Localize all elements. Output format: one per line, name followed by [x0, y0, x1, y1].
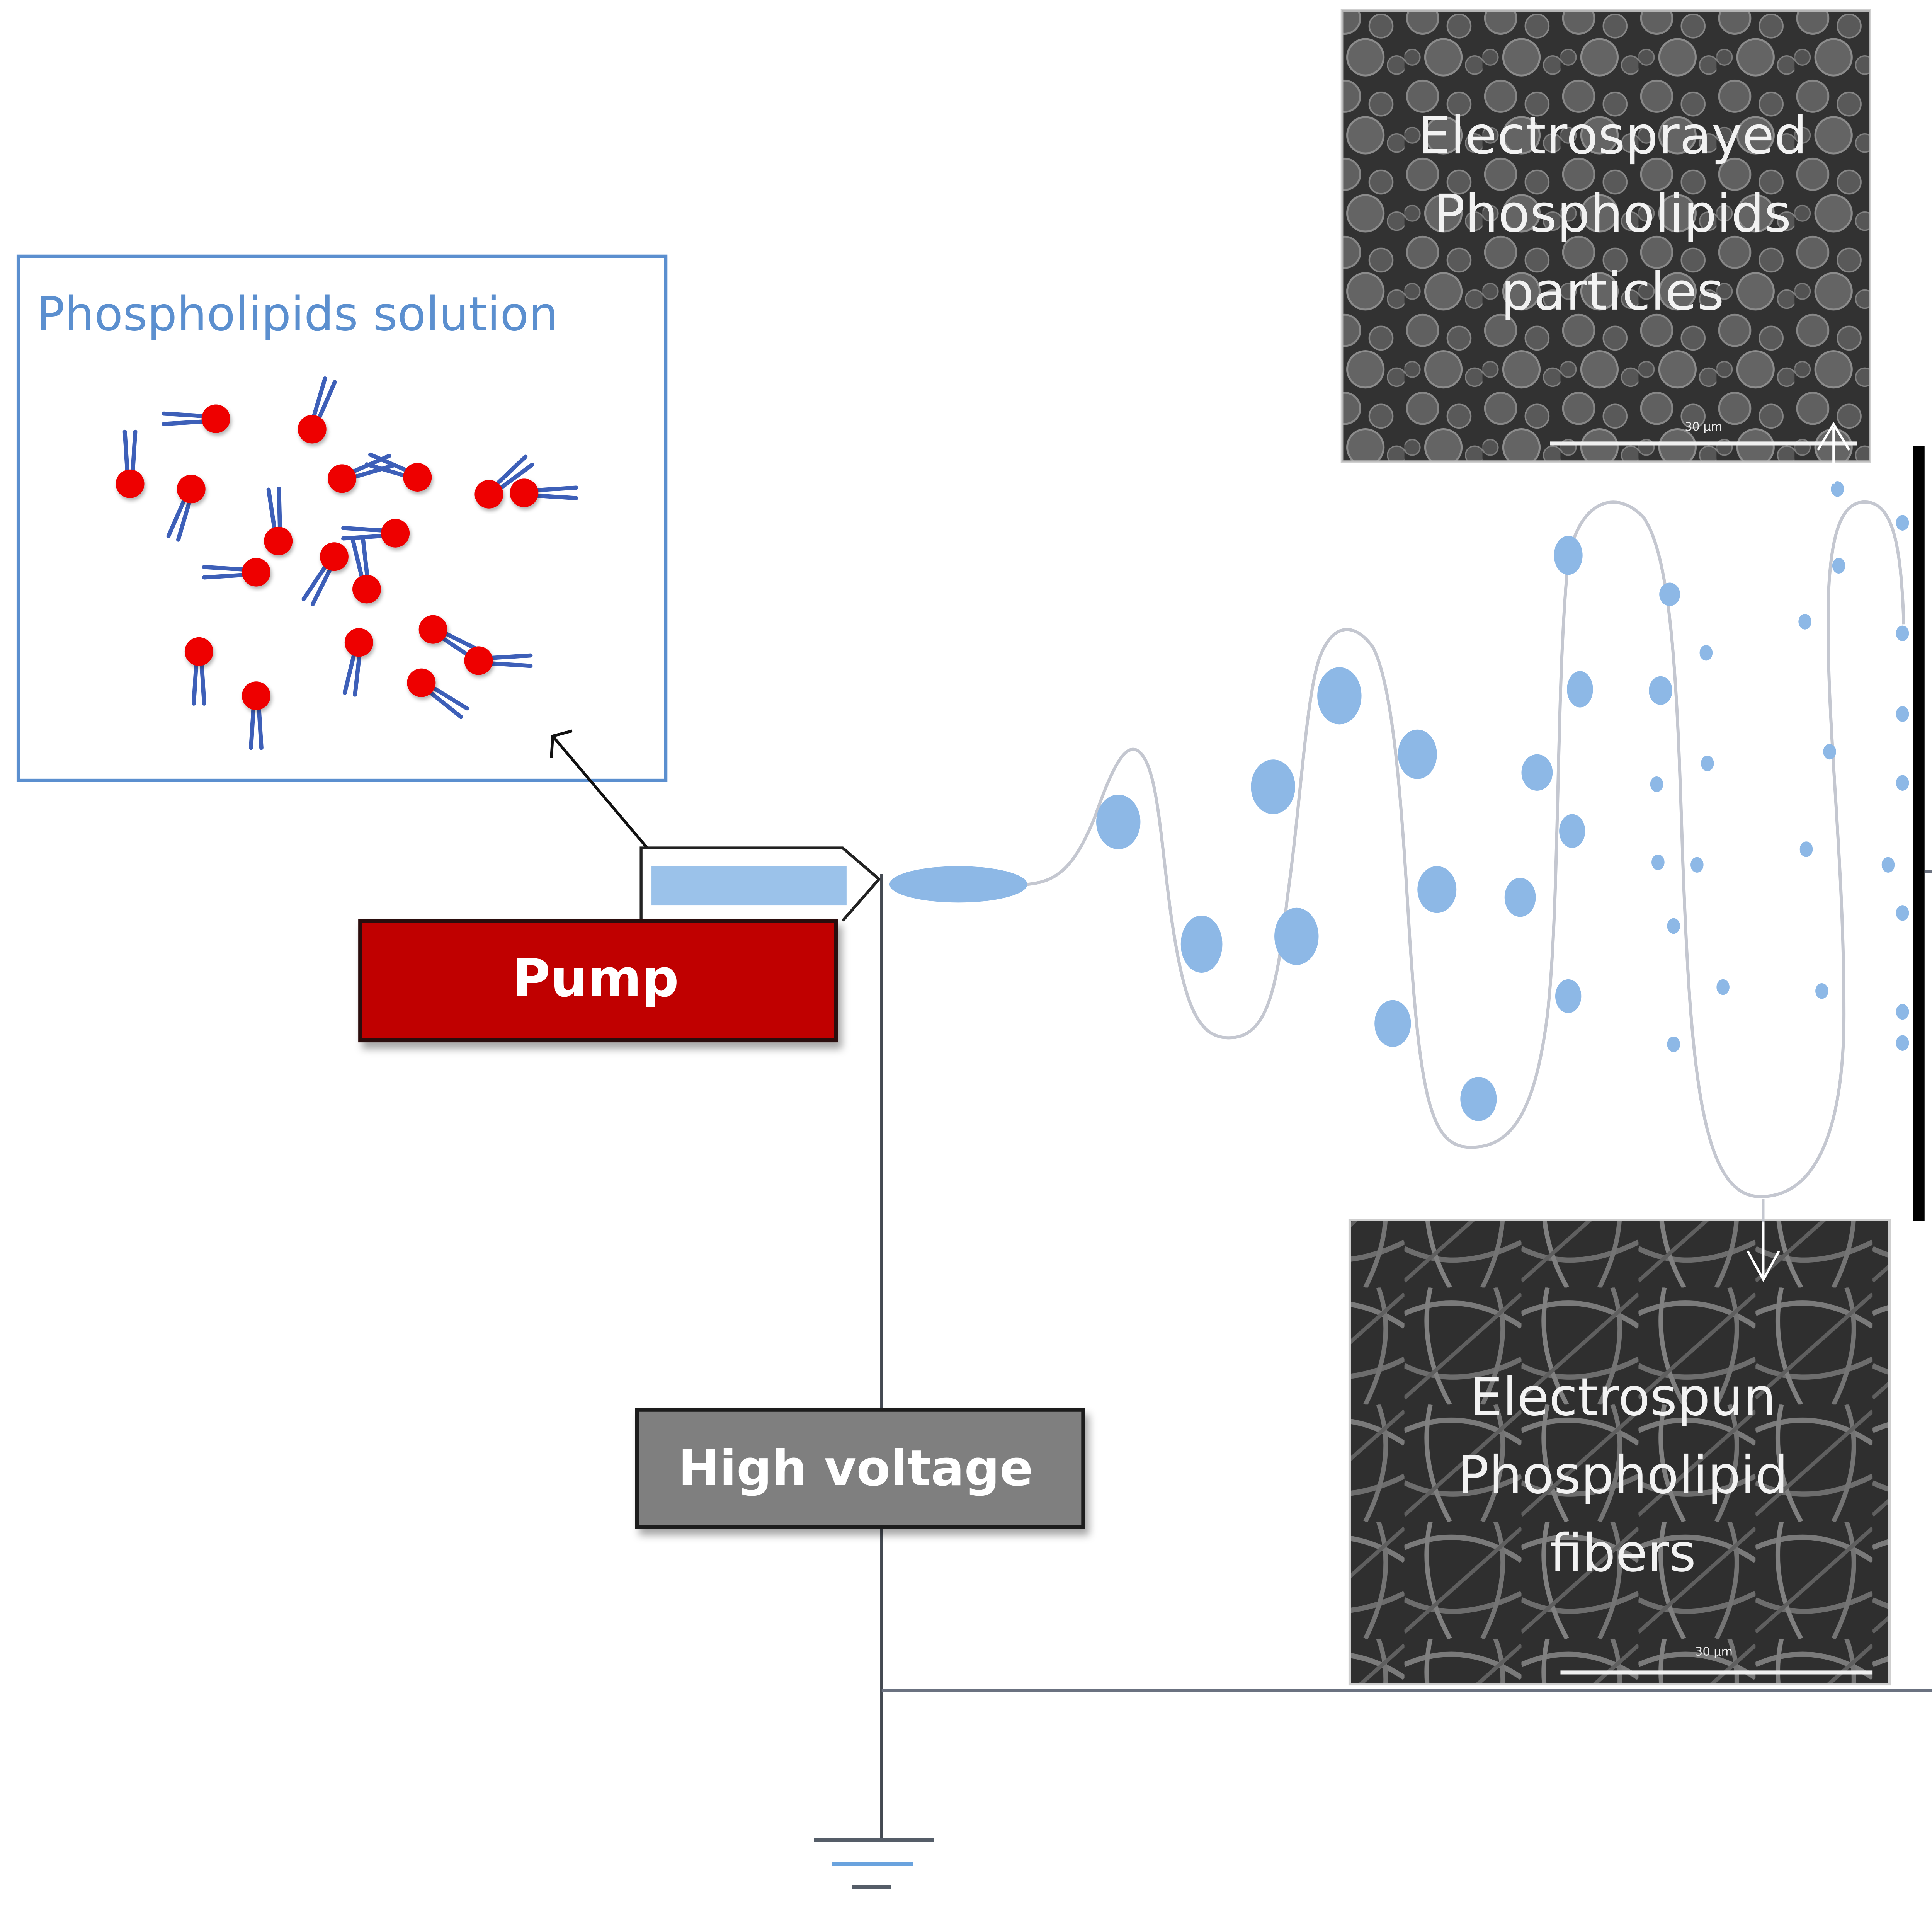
pump-label: Pump [512, 948, 679, 1009]
taylor-cone-droplet [889, 866, 1027, 903]
sem-particles-label-line3: particles [1501, 261, 1724, 322]
sprayed-droplet [1398, 729, 1437, 779]
sprayed-droplet [1180, 916, 1223, 973]
sprayed-droplet [1896, 515, 1909, 531]
sem-fibers-photo [1348, 1219, 1891, 1686]
sprayed-droplet [1832, 558, 1845, 574]
sprayed-droplet [1881, 857, 1895, 873]
sprayed-droplet [1798, 614, 1811, 630]
sem-particles-scale-label: 30 µm [1685, 420, 1722, 434]
sprayed-droplet [1701, 756, 1714, 771]
sprayed-droplet [1274, 907, 1319, 965]
sem-fibers-label-line3: fibers [1550, 1523, 1696, 1583]
phospholipid-molecule [350, 535, 381, 604]
pump: Pump [358, 919, 838, 1043]
phospholipid-molecule [298, 376, 337, 444]
sprayed-droplet [1460, 1077, 1497, 1121]
sprayed-droplet [1651, 854, 1665, 870]
ground-icon [814, 1838, 934, 1889]
sprayed-droplet [1521, 754, 1553, 791]
sem-particles-label-line1: Electrosprayed [1418, 105, 1807, 166]
sprayed-droplet [1567, 671, 1593, 708]
sprayed-droplet [1554, 536, 1583, 575]
sprayed-droplet [1896, 775, 1909, 791]
pump-box [358, 919, 838, 1043]
sprayed-droplet [1799, 841, 1813, 857]
sprayed-droplet [1896, 1004, 1909, 1020]
solution-box-border [16, 254, 668, 782]
solution-box: Phospholipids solution [16, 254, 668, 782]
collector-label: Collector [1928, 596, 1932, 832]
sprayed-droplet [1667, 918, 1680, 934]
sprayed-droplet [1504, 878, 1536, 917]
phospholipid-molecules [116, 376, 578, 750]
sprayed-droplet [1555, 979, 1582, 1013]
sem-particles-label-line2: Phospholipids [1434, 183, 1791, 244]
phospholipid-molecule [264, 487, 293, 555]
sprayed-droplet [1823, 744, 1836, 760]
sprayed-droplet [1317, 667, 1362, 725]
sem-particles-photo [1340, 9, 1871, 463]
phospholipid-molecule [364, 452, 432, 492]
syringe [639, 846, 883, 1842]
sprayed-droplet [1417, 866, 1457, 913]
phospholipid-molecule [301, 542, 349, 606]
sprayed-droplet [1649, 676, 1672, 705]
sem-image-fibers: Electrospun Phospholipid fibers 30 µm [1348, 1199, 1891, 1686]
sem-image-particles: Electrosprayed Phospholipids particles 3… [1340, 9, 1871, 484]
sem-fibers-scale-label: 30 µm [1695, 1645, 1733, 1659]
circuit-wires [881, 870, 1932, 1692]
collector-ground-wire [881, 870, 1932, 1692]
sprayed-droplet [1699, 645, 1713, 661]
sem-fibers-label-line1: Electrospun [1470, 1367, 1776, 1427]
jet-path [1027, 500, 1905, 1198]
sprayed-droplet [1896, 905, 1909, 921]
phospholipid-molecule [116, 429, 145, 498]
solution-label: Phospholipids solution [36, 287, 558, 342]
sprayed-droplet [1896, 1035, 1909, 1051]
sprayed-droplet [1690, 857, 1704, 873]
collector-plate [1913, 446, 1925, 1221]
phospholipid-molecule [242, 681, 270, 750]
phospholipid-molecule [342, 628, 373, 697]
sprayed-droplet [1559, 814, 1585, 848]
phospholipid-molecule [202, 558, 270, 587]
sem-fibers-label-line2: Phospholipid [1458, 1445, 1788, 1505]
sprayed-droplet [1667, 1036, 1680, 1052]
sprayed-droplet [1659, 582, 1680, 606]
high-voltage-box [635, 1408, 1085, 1529]
sprayed-droplets [1096, 481, 1909, 1121]
collector: Collector [1913, 446, 1932, 1221]
high-voltage-label: High voltage [678, 1440, 1033, 1497]
syringe-solution [651, 866, 847, 906]
phospholipid-molecule [162, 404, 230, 433]
sprayed-droplet [1896, 706, 1909, 722]
phospholipid-molecule [474, 454, 534, 509]
phospholipid-molecule [510, 478, 578, 507]
sprayed-droplet [1096, 795, 1141, 849]
sprayed-droplet [1831, 481, 1844, 497]
phospholipid-molecule [166, 475, 206, 542]
sprayed-droplet [1251, 759, 1295, 814]
phospholipid-molecule [407, 668, 469, 719]
phospholipid-molecule [184, 637, 213, 706]
phospholipid-molecule [464, 646, 533, 675]
sprayed-droplet [1716, 979, 1730, 995]
sprayed-droplet [1815, 983, 1828, 999]
sprayed-droplet [1650, 776, 1663, 792]
sprayed-droplet [1374, 1000, 1411, 1047]
high-voltage-supply: High voltage [635, 1408, 1085, 1529]
sprayed-droplet [1896, 625, 1909, 641]
